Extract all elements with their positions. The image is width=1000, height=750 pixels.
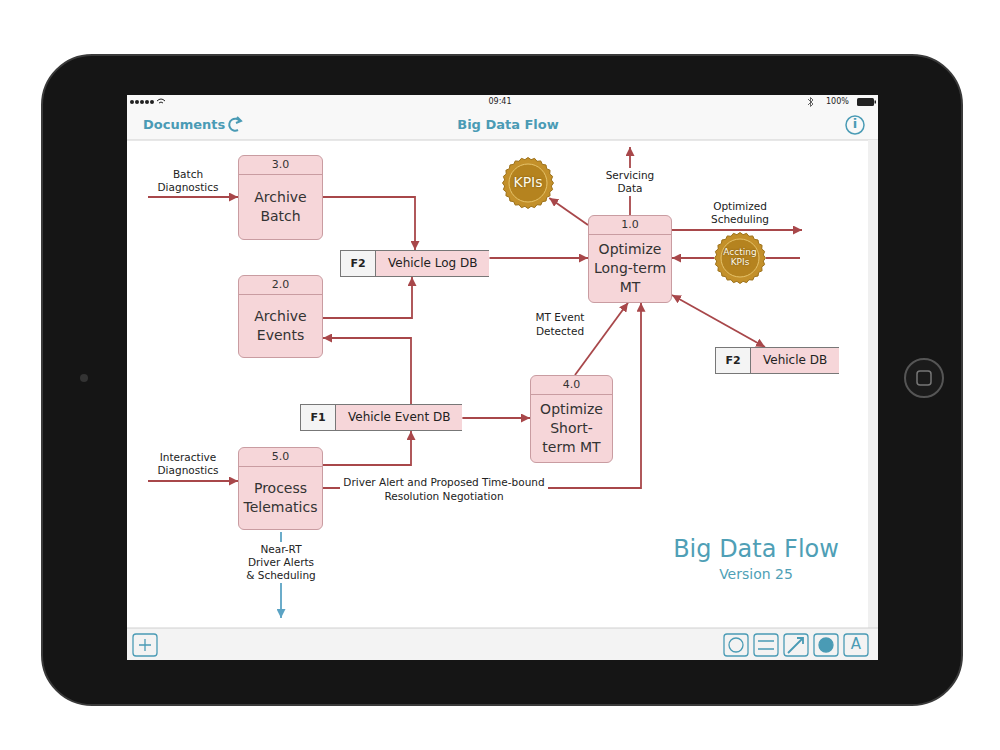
- add-button: [133, 634, 157, 656]
- badge-edge: [503, 158, 554, 209]
- signal-dot: [140, 100, 144, 104]
- badge-text: KPIs: [502, 157, 554, 209]
- info-icon: [846, 116, 864, 134]
- signal-dot: [150, 100, 154, 104]
- diagram-label: 100%: [826, 97, 856, 107]
- diagram-label: A: [844, 635, 868, 654]
- flow-connector: [490, 257, 589, 259]
- process-name: Archive Events: [239, 295, 322, 357]
- diagram-label: Near-RT Driver Alerts & Scheduling: [244, 542, 318, 583]
- badge-tool: [814, 634, 838, 656]
- process-name: Archive Batch: [239, 175, 322, 239]
- kpi-badge: Accting KPIs: [714, 232, 766, 284]
- camera: [80, 374, 88, 382]
- diagram-label: Documents: [143, 117, 233, 133]
- arrow-icon: [788, 638, 803, 653]
- tablet-body: [42, 55, 962, 705]
- process-number: 2.0: [239, 276, 322, 295]
- flow-connector: [549, 198, 588, 225]
- output-arrow: [672, 229, 802, 231]
- diagram-label: Batch Diagnostics: [146, 168, 230, 194]
- scroll-margin: [868, 140, 878, 628]
- diagram-label: i: [847, 116, 863, 132]
- process-box: 5.0Process Telematics: [238, 447, 323, 530]
- data-store: F2Vehicle Log DB: [340, 250, 489, 277]
- input-arrow: [148, 196, 238, 198]
- flow-connector: [672, 295, 765, 347]
- flow-connector: [323, 197, 415, 250]
- process-number: 3.0: [239, 156, 322, 175]
- store-tool: [754, 634, 778, 656]
- signal-dot: [130, 100, 134, 104]
- bluetooth-icon: [808, 98, 813, 107]
- battery-icon: [857, 98, 874, 106]
- process-number: 1.0: [589, 216, 671, 235]
- signal-dot: [135, 100, 139, 104]
- process-box: 2.0Archive Events: [238, 275, 323, 358]
- store-id: F2: [716, 348, 751, 373]
- flow-connector: [462, 417, 530, 419]
- flow-label: MT Event Detected: [526, 310, 594, 339]
- process-box: 3.0Archive Batch: [238, 155, 323, 240]
- data-store: F1Vehicle Event DB: [300, 404, 462, 431]
- home-button: [905, 359, 943, 397]
- diagram-label: Servicing Data: [594, 168, 666, 196]
- free-arrows: [148, 147, 802, 481]
- diagram-caption: Version 25: [650, 566, 862, 583]
- process-number: 5.0: [239, 448, 322, 467]
- flow-connector: [323, 431, 411, 465]
- diagram-title: Big Data Flow: [650, 535, 862, 564]
- diagram-label: 09:41: [470, 97, 530, 107]
- process-box: 1.0Optimize Long-term MT: [588, 215, 672, 303]
- toolbar-divider: [127, 628, 878, 629]
- kpi-badge: KPIs: [502, 157, 554, 209]
- process-box: 4.0Optimize Short-term MT: [530, 375, 613, 463]
- circle-icon: [729, 638, 743, 652]
- battery-tip: [875, 101, 877, 104]
- refresh-arrow: [236, 117, 241, 123]
- store-name: Vehicle Log DB: [376, 251, 489, 276]
- data-store: F2Vehicle DB: [715, 347, 839, 374]
- plus-icon: [139, 639, 151, 651]
- arrow-tool: [784, 634, 808, 656]
- circle-tool: [724, 634, 748, 656]
- nav-divider: [127, 140, 878, 141]
- tool-buttons: [133, 634, 868, 656]
- input-arrow: [148, 480, 238, 482]
- process-number: 4.0: [531, 376, 612, 395]
- process-name: Optimize Short-term MT: [531, 395, 612, 462]
- text-tool: [844, 634, 868, 656]
- screen: [127, 95, 878, 660]
- store-id: F1: [301, 405, 336, 430]
- badge-edge: [715, 233, 766, 284]
- badge-text: Accting KPIs: [714, 232, 766, 284]
- flow-connector: [323, 338, 411, 404]
- process-name: Optimize Long-term MT: [589, 235, 671, 302]
- signal-dots: [130, 100, 154, 104]
- lines-icon: [758, 641, 774, 649]
- store-name: Vehicle DB: [751, 348, 839, 373]
- refresh-icon: [229, 119, 240, 131]
- diagram-label: Big Data Flow: [428, 117, 588, 133]
- toolbar: [127, 628, 878, 660]
- input-line: [766, 257, 800, 259]
- flow-connector: [672, 257, 714, 259]
- diagram-label: Interactive Diagnostics: [144, 451, 232, 477]
- diagram-label: Optimized Scheduling: [690, 200, 790, 226]
- process-name: Process Telematics: [239, 467, 322, 529]
- nav-bar: [127, 95, 878, 140]
- store-name: Vehicle Event DB: [336, 405, 462, 430]
- flow-connector: [323, 303, 641, 488]
- flow-connector: [323, 277, 412, 318]
- signal-dot: [145, 100, 149, 104]
- store-id: F2: [341, 251, 376, 276]
- badge-icon: [819, 638, 833, 652]
- wifi-icon: [157, 99, 165, 103]
- flow-label: Driver Alert and Proposed Time-bound Res…: [340, 475, 548, 504]
- home-icon: [917, 371, 931, 385]
